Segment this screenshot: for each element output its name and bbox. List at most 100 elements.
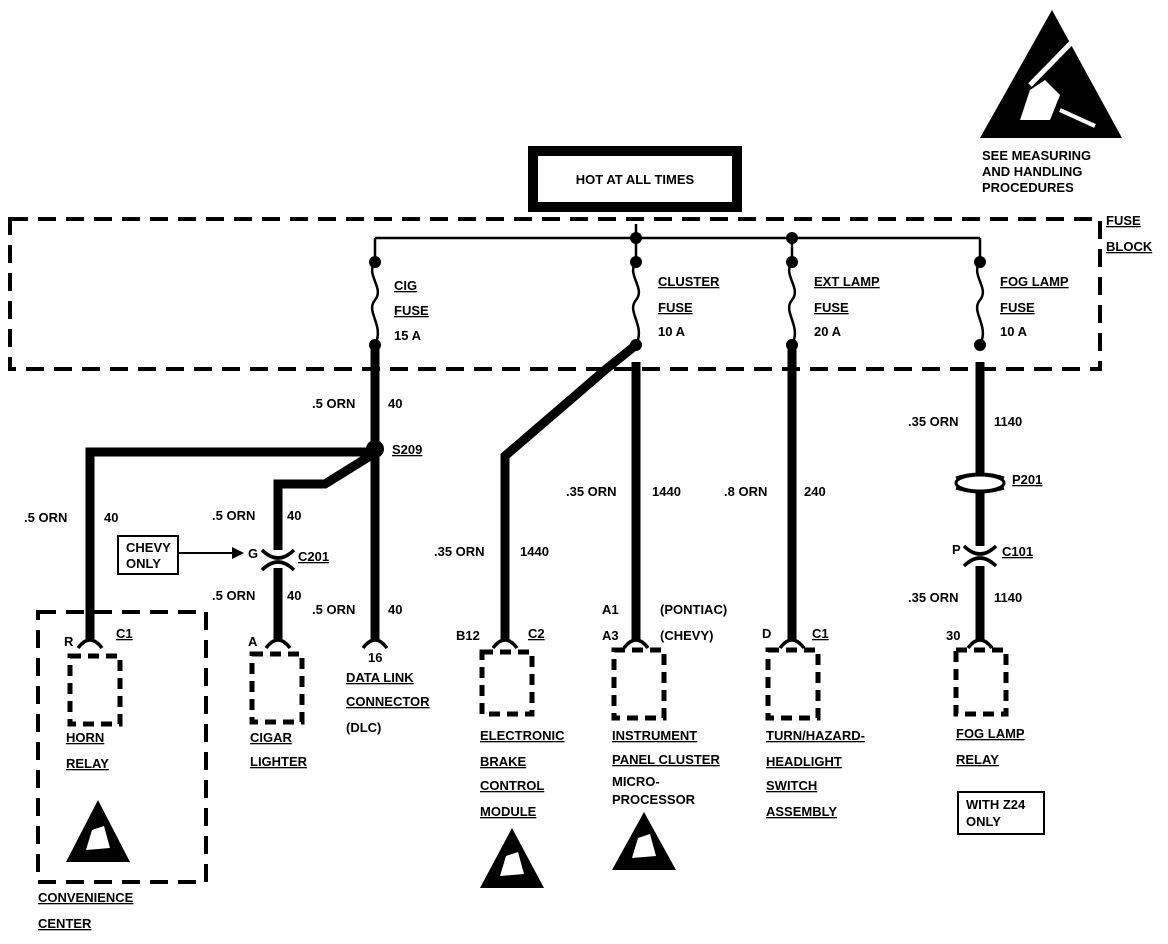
headlight-label-4: ASSEMBLY [766,804,837,819]
convenience-center-outline [36,610,208,884]
fog-label-1: FOG LAMP [956,726,1025,741]
wire-lighter-lo-gauge: .5 ORN [212,588,255,603]
hot-at-all-times-box: HOT AT ALL TIMES [528,146,742,212]
ebcm-pin: B12 [456,628,480,643]
convenience-center-line1: CONVENIENCE [38,890,134,905]
wire-lighter-lo-circuit: 40 [287,588,301,603]
cigar-lighter-box [249,651,305,725]
ipc-box [611,647,667,721]
fuse-block-label-line1: FUSE [1106,213,1141,228]
dlc-pin: 16 [368,650,382,665]
horn-label-2: RELAY [66,756,109,771]
terminal-ipc [622,638,650,650]
c101-connector [962,544,998,568]
esd-icon-ebcm [480,828,544,888]
z24-note-box: WITH Z24 ONLY [957,791,1045,835]
dlc-label-2: CONNECTOR [346,694,430,709]
wire-dlc-gauge: .5 ORN [312,602,355,617]
fog-label-2: RELAY [956,752,999,767]
fog-relay-box [953,647,1009,717]
c101-label: C101 [1002,544,1033,559]
cluster-fuse-word: FUSE [658,300,693,315]
fog-fuse-word: FUSE [1000,300,1035,315]
cluster-fuse-rating: 10 A [658,324,686,339]
wire-dlc-circuit: 40 [388,602,402,617]
ipc-note1: (PONTIAC) [660,602,727,617]
fog-fuse-rating: 10 A [1000,324,1028,339]
wire-ebcm-circuit: 1440 [520,544,549,559]
splice-s209-label: S209 [392,442,422,457]
wire-ext-gauge: .8 ORN [724,484,767,499]
cluster-fuse-name: CLUSTER [658,274,720,289]
ebcm-label-2: BRAKE [480,754,527,769]
chevy-only-box: CHEVY ONLY [117,535,179,575]
cig-fuse [369,238,381,351]
ext-lamp-fuse [786,238,798,351]
ebcm-box [479,649,535,717]
ext-fuse-rating: 20 A [814,324,842,339]
wire-cig-main-circuit: 40 [388,396,402,411]
ebcm-label-3: CONTROL [480,778,544,793]
headlight-switch-box [765,647,821,721]
esd-icon-convenience [66,800,130,862]
cig-fuse-rating: 15 A [394,328,422,343]
ipc-label-4: PROCESSOR [612,792,696,807]
esd-note-line3: PROCEDURES [982,180,1074,195]
cluster-fuse [630,238,642,351]
fog-fuse-name: FOG LAMP [1000,274,1069,289]
ebcm-label-1: ELECTRONIC [480,728,565,743]
dlc-label-1: DATA LINK [346,670,414,685]
headlight-label-1: TURN/HAZARD- [766,728,865,743]
ipc-note2: (CHEVY) [660,628,713,643]
wire-ipc-circuit: 1440 [652,484,681,499]
cig-fuse-word: FUSE [394,303,429,318]
wire-lighter-up-circuit: 40 [287,508,301,523]
lighter-label-2: LIGHTER [250,754,308,769]
terminal-horn [76,638,104,650]
wire-lighter-up-gauge: .5 ORN [212,508,255,523]
wire-ipc-gauge: .35 ORN [566,484,617,499]
ext-fuse-name: EXT LAMP [814,274,880,289]
terminal-ebcm [491,638,519,650]
ipc-label-2: PANEL CLUSTER [612,752,720,767]
convenience-center-line2: CENTER [38,916,92,931]
terminal-fog [966,638,994,650]
horn-relay-box [67,653,123,727]
lighter-pin: A [248,634,258,649]
ipc-label-3: MICRO- [612,774,660,789]
headlight-label-3: SWITCH [766,778,817,793]
ebcm-conn: C2 [528,626,545,641]
wire-horn [85,447,375,640]
esd-note-line2: AND HANDLING [982,164,1082,179]
terminal-ext [778,638,806,650]
wire-horn-gauge: .5 ORN [24,510,67,525]
z24-note-line1: WITH Z24 [966,797,1026,812]
ebcm-label-4: MODULE [480,804,537,819]
wire-ebcm [500,341,639,640]
horn-conn: C1 [116,626,133,641]
wire-horn-circuit: 40 [104,510,118,525]
terminal-dlc [361,638,389,650]
c201-pin: G [248,546,258,561]
ipc-pin2: A3 [602,628,619,643]
fuse-block-outline [8,217,1102,371]
fuse-block-label-line2: BLOCK [1106,239,1153,254]
horn-label-1: HORN [66,730,104,745]
terminal-lighter [264,638,292,650]
wire-fog-lo-gauge: .35 ORN [908,590,959,605]
horn-pin: R [64,634,74,649]
esd-note-line1: SEE MEASURING [982,148,1091,163]
p201-connector [954,472,1006,494]
fog-lamp-fuse [974,238,986,351]
hot-at-all-times-label: HOT AT ALL TIMES [576,172,695,187]
ipc-pin1: A1 [602,602,619,617]
wire-ebcm-gauge: .35 ORN [434,544,485,559]
p201-label: P201 [1012,472,1042,487]
fog-pin: 30 [946,628,960,643]
headlight-label-2: HEADLIGHT [766,754,842,769]
chevy-only-line2: ONLY [126,556,161,571]
wire-ext-circuit: 240 [804,484,826,499]
c101-pin: P [952,542,961,557]
esd-warning-icon [980,10,1122,138]
esd-icon-ipc [612,812,676,870]
